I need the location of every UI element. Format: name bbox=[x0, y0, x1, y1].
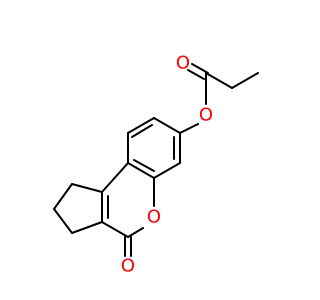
bond-ethyl-ch3 bbox=[231, 72, 259, 89]
bond-c4-c3a bbox=[101, 221, 129, 238]
bond-ring-c8-c9-inner bbox=[131, 124, 153, 138]
bond-carbonyl-double-a bbox=[191, 63, 209, 74]
atom-o-ring: O bbox=[147, 207, 161, 228]
bond-c2-c3 bbox=[53, 208, 73, 234]
bond-ring-c8-c9 bbox=[127, 117, 155, 134]
structure-canvas: O O O O bbox=[53, 53, 259, 277]
bond-ring-c7-c8 bbox=[153, 117, 181, 134]
atom-o-carbonyl-ester: O bbox=[176, 53, 190, 74]
bond-c9b-c1 bbox=[71, 183, 103, 193]
bond-ring-c9a-c5a-inner bbox=[133, 159, 155, 172]
atom-o-ester-link: O bbox=[199, 105, 213, 126]
atom-o-lactone-carbonyl: O bbox=[121, 256, 135, 277]
bond-c1-c2 bbox=[53, 183, 73, 210]
molecule-structure: O O O O bbox=[53, 53, 259, 277]
bond-ethyl-ch2 bbox=[205, 72, 233, 89]
bond-ester-o-to-ring bbox=[179, 123, 199, 134]
bond-c3-c3a bbox=[71, 221, 103, 234]
bond-ring-c9a-c5a bbox=[127, 162, 155, 179]
bond-carbonyl-double-b bbox=[187, 69, 205, 80]
bond-c9b-c9a bbox=[101, 162, 129, 193]
bond-o-ring-c4 bbox=[127, 227, 144, 238]
bond-ring-c5a-c6 bbox=[153, 162, 181, 179]
